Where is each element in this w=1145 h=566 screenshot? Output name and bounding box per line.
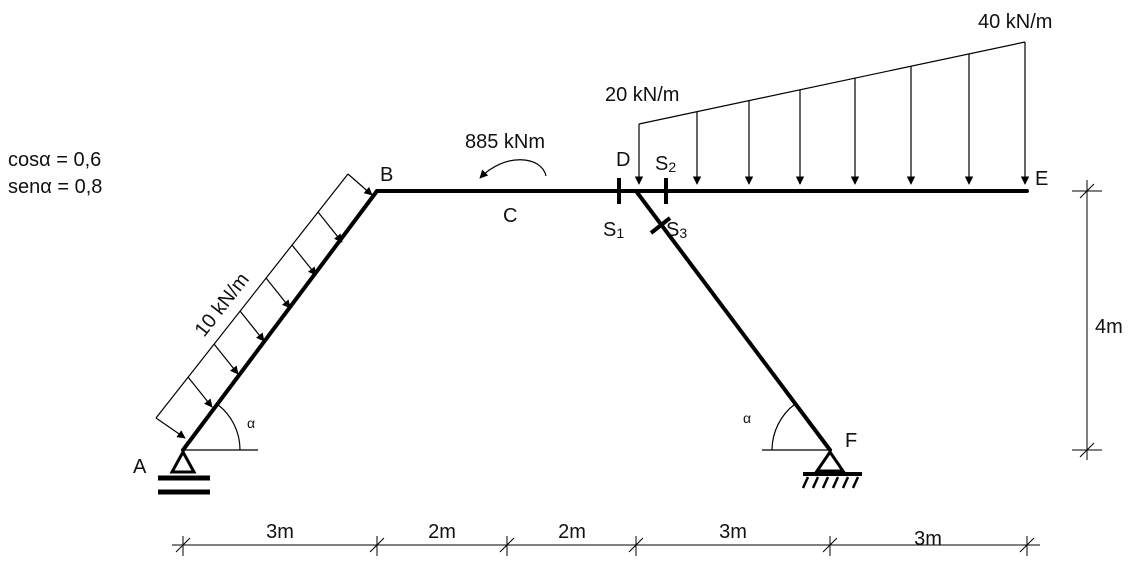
angle-arc-a (216, 403, 241, 451)
pinned-support-f (801, 449, 862, 489)
node-label-a: A (133, 456, 147, 478)
node-label-e: E (1035, 168, 1048, 190)
moment-label: 885 kNm (465, 131, 545, 153)
alpha-label-a: α (247, 415, 255, 431)
node-label-f: F (845, 430, 857, 452)
trap-load-right-label: 40 kN/m (978, 11, 1052, 33)
cos-alpha-text: cosα = 0,6 (8, 149, 101, 171)
applied-moment-arrow (479, 159, 547, 179)
vertical-dimension-label: 4m (1095, 316, 1123, 338)
section-mark-s3 (649, 216, 672, 235)
vertical-dimension-line (1072, 180, 1102, 460)
alpha-label-f: α (743, 410, 751, 426)
dimension-label-3: 2m (558, 521, 586, 543)
node-label-c: C (503, 205, 517, 227)
roller-support-a (158, 448, 210, 495)
sen-alpha-text: senα = 0,8 (8, 176, 102, 198)
node-label-d: D (616, 149, 630, 171)
section-label-s3: S3 (666, 219, 687, 241)
trapezoidal-distributed-load (634, 41, 1030, 185)
angle-arc-f (771, 403, 796, 451)
dimension-label-4: 3m (719, 521, 747, 543)
member-df (634, 189, 832, 452)
horizontal-dimension-line (172, 536, 1040, 556)
dimension-label-1: 3m (266, 521, 294, 543)
section-label-s1: S1 (603, 219, 624, 241)
trap-load-left-label: 20 kN/m (605, 84, 679, 106)
node-label-b: B (380, 164, 393, 186)
dimension-label-5: 3m (914, 528, 942, 550)
dimension-label-2: 2m (428, 521, 456, 543)
member-ab (181, 189, 379, 452)
section-label-s2: S2 (655, 153, 676, 175)
inclined-distributed-load (155, 173, 373, 439)
